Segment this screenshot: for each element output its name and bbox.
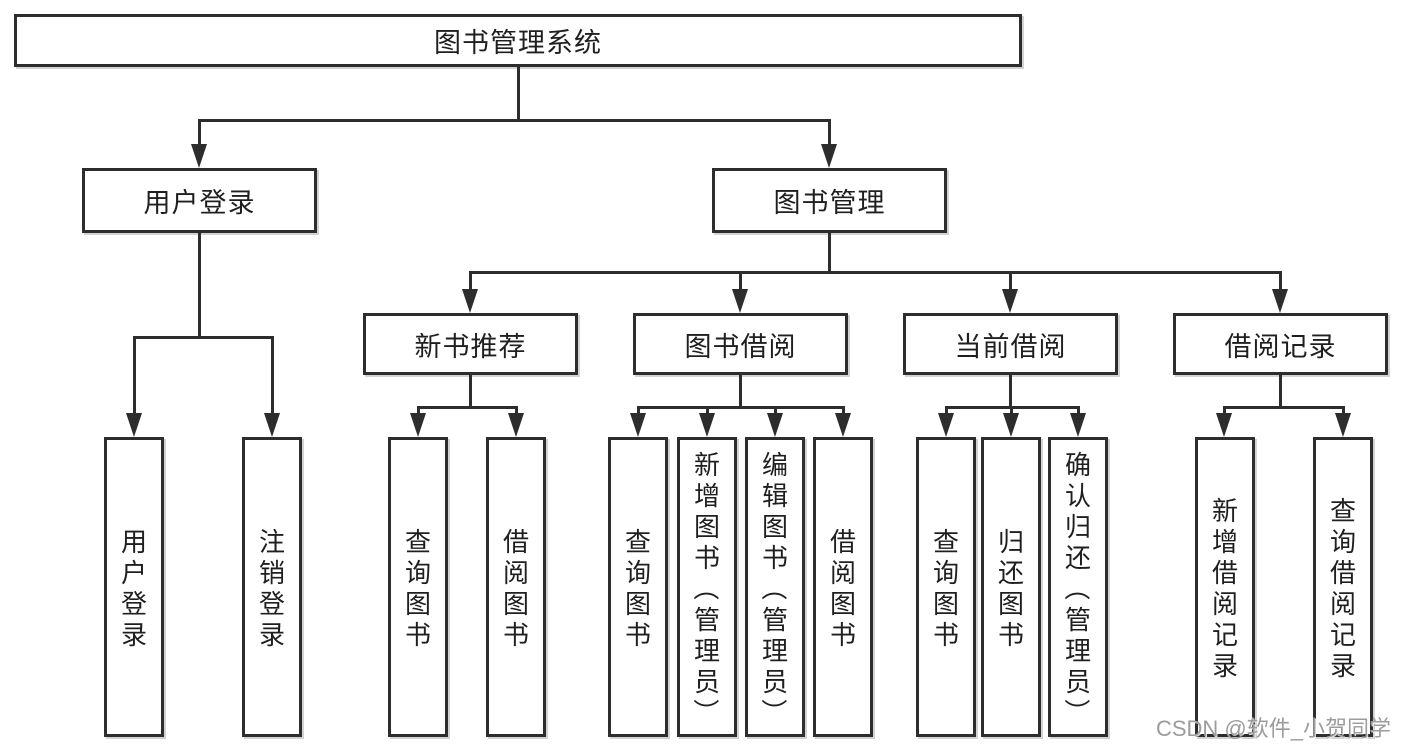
connector-line [469,375,472,409]
leaf-current-query-books: 查询图书 [916,437,976,737]
arrow-down-icon [821,144,837,168]
node-label: 图书借阅 [684,331,797,362]
leaf-records-query-record: 查询借阅记录 [1313,437,1373,737]
connector-line [469,271,472,293]
arrow-down-icon [1335,413,1351,437]
connector-line [469,271,1282,274]
node-current-borrow: 当前借阅 [903,313,1118,375]
connector-line [1009,271,1012,293]
arrow-down-icon [938,413,954,437]
node-label: 当前借阅 [954,331,1067,362]
connector-line [828,119,831,147]
arrow-down-icon [1070,413,1086,437]
connector-line [1223,406,1226,418]
arrow-down-icon [462,289,478,313]
node-book-borrow: 图书借阅 [633,313,848,375]
node-borrow-records: 借阅记录 [1173,313,1388,375]
connector-line [515,406,518,418]
csdn-watermark: CSDN @软件_小贺同学 [1155,716,1391,741]
connector-line [1010,406,1013,418]
node-label: 图书管理系统 [434,28,602,58]
leaf-recommend-query-books: 查询图书 [388,437,448,737]
connector-line [774,406,777,418]
node-book-management: 图书管理 [712,168,947,233]
node-new-book-recommend: 新书推荐 [363,313,578,375]
arrow-down-icon [1002,289,1018,313]
connector-line [1279,271,1282,293]
node-library-system: 图书管理系统 [14,14,1022,67]
connector-line [198,233,201,339]
arrow-down-icon [1003,413,1019,437]
leaf-logout: 注销登录 [242,437,302,737]
connector-line [1342,406,1345,418]
leaf-records-add-record: 新增借阅记录 [1195,437,1255,737]
node-user-login: 用户登录 [82,168,317,233]
leaf-current-return-books: 归还图书 [981,437,1041,737]
connector-line [706,406,709,418]
arrow-down-icon [1216,413,1232,437]
connector-line [1009,375,1012,409]
arrow-down-icon [1272,289,1288,313]
leaf-borrow-borrow-books: 借阅图书 [813,437,873,737]
connector-line [417,406,420,418]
arrow-down-icon [410,413,426,437]
leaf-recommend-borrow-books: 借阅图书 [486,437,546,737]
node-label: 借阅记录 [1224,331,1337,362]
connector-line [739,375,742,409]
arrow-down-icon [699,413,715,437]
connector-line [417,406,518,409]
leaf-current-confirm-return-admin: 确认归还（管理员） [1048,437,1108,737]
connector-line [637,406,845,409]
leaf-borrow-query-books: 查询图书 [608,437,668,737]
connector-line [133,336,136,416]
arrow-down-icon [191,144,207,168]
leaf-user-login: 用户登录 [104,437,164,737]
connector-line [198,119,201,147]
connector-line [198,119,831,122]
connector-line [271,336,274,416]
leaf-borrow-add-books-admin: 新增图书（管理员） [677,437,737,737]
node-label: 用户登录 [143,188,256,218]
connector-line [637,406,640,418]
arrow-down-icon [508,413,524,437]
connector-line [133,336,274,339]
arrow-down-icon [126,413,142,437]
connector-line [1279,375,1282,409]
leaf-borrow-edit-books-admin: 编辑图书（管理员） [745,437,805,737]
connector-line [828,233,831,274]
connector-line [1077,406,1080,418]
arrow-down-icon [264,413,280,437]
connector-line [739,271,742,293]
connector-line [842,406,845,418]
connector-line [517,67,520,121]
arrow-down-icon [835,413,851,437]
node-label: 图书管理 [773,188,886,218]
connector-line [945,406,948,418]
node-label: 新书推荐 [414,331,527,362]
arrow-down-icon [767,413,783,437]
arrow-down-icon [732,289,748,313]
arrow-down-icon [630,413,646,437]
connector-line [1223,406,1345,409]
